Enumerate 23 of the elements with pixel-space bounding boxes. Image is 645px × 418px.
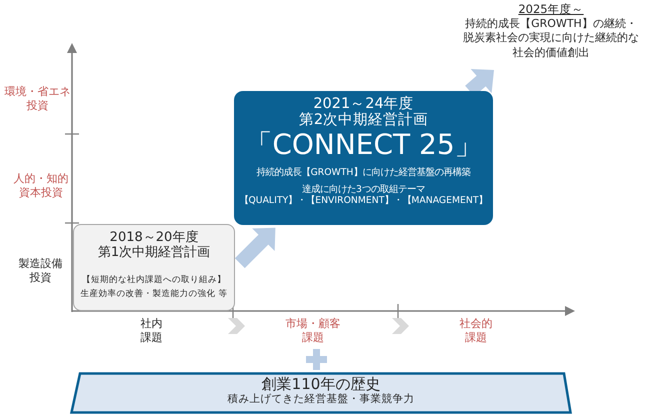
text: 【短期的な社内課題への取り組み】 bbox=[81, 274, 227, 286]
text: 第2次中期経営計画 bbox=[298, 112, 430, 129]
text: 【QUALITY】・【ENVIRONMENT】・【MANAGEMENT】 bbox=[238, 195, 489, 207]
text: 積み上げてきた経営基盤・事業競争力 bbox=[226, 393, 416, 406]
axis-label: 社内課題 bbox=[140, 317, 164, 344]
axis-label: 市場・顧客課題 bbox=[284, 317, 342, 344]
block-arrow bbox=[234, 228, 276, 268]
text: 2025年度～ bbox=[518, 2, 584, 17]
text: 持続的成長【GROWTH】の継続・脱炭素社会の実現に向けた継続的な社会的価値創出 bbox=[462, 16, 640, 60]
axis-label: 製造設備投資 bbox=[18, 257, 64, 284]
text: 2018～20年度 bbox=[108, 231, 200, 245]
text: 創業110年の歴史 bbox=[260, 375, 382, 393]
text: 達成に向けた3つの取組テーマ bbox=[301, 184, 425, 196]
axis-label: 環境・省エネ投資 bbox=[4, 85, 72, 112]
text: 2021～24年度 bbox=[312, 97, 415, 112]
text: 「CONNECT 25」 bbox=[243, 128, 484, 162]
axis-label: 社会的課題 bbox=[458, 317, 494, 344]
axis-label: 人的・知的資本投資 bbox=[12, 172, 70, 200]
plan-box bbox=[73, 224, 235, 311]
text: 第1次中期経営計画 bbox=[96, 246, 212, 261]
text: 持続的成長【GROWTH】に向けた経営基盤の再構築 bbox=[256, 167, 472, 178]
plan-box bbox=[234, 91, 493, 225]
text: 生産効率の改善・製造能力の強化 等 bbox=[80, 288, 228, 300]
